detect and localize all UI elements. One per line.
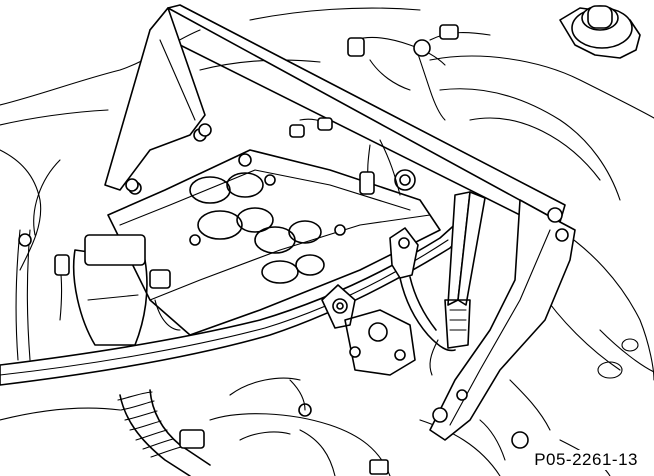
cylinder-head-area: [107, 128, 441, 336]
right-support-bracket: [429, 199, 576, 441]
wiring-harness-top: [289, 24, 491, 138]
top-right-knob: [559, 5, 641, 59]
eyelet-terminal: [321, 284, 356, 329]
left-support-bracket: [104, 7, 212, 192]
lower-engine-parts: [239, 309, 551, 461]
pliers-tool: [429, 191, 486, 376]
figure-caption: P05-2261-13: [532, 450, 640, 470]
left-components: [15, 229, 181, 361]
corrugated-hose: [117, 389, 389, 476]
plug-connector: [389, 227, 456, 352]
